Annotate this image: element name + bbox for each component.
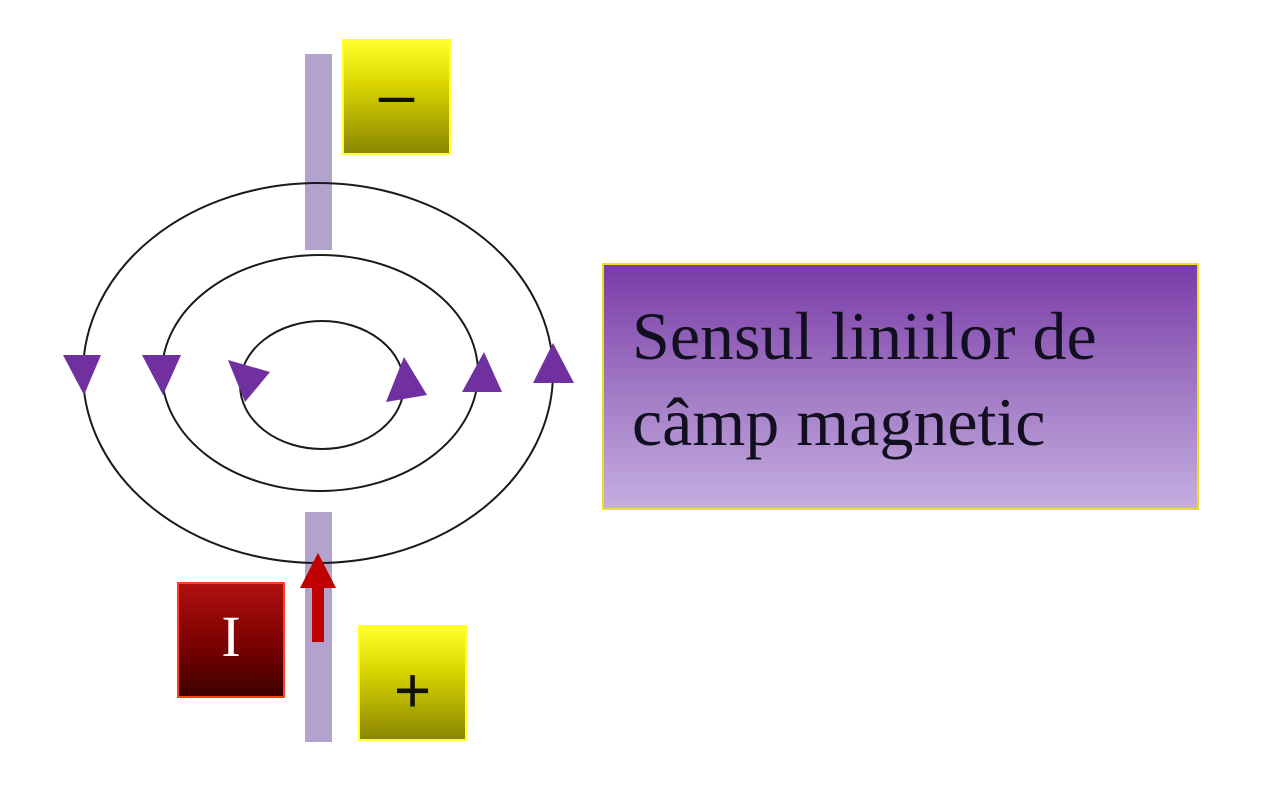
field-line-middle: [161, 254, 479, 492]
current-label: I: [177, 582, 285, 698]
triangle-icon: [228, 360, 270, 402]
triangle-icon: [386, 357, 427, 402]
caption-box: Sensul liniilor de câmp magnetic: [602, 263, 1199, 510]
negative-sign: –: [378, 58, 415, 130]
up-arrow-icon: [300, 553, 336, 642]
triangle-icon: [533, 343, 574, 383]
positive-sign: +: [393, 654, 432, 726]
negative-pole-label: –: [342, 39, 451, 155]
positive-pole-label: +: [358, 625, 467, 741]
current-symbol: I: [221, 603, 241, 669]
field-line-inner: [239, 320, 405, 450]
triangle-icon: [142, 355, 181, 395]
triangle-icon: [63, 355, 101, 395]
caption-line-2: câmp magnetic: [632, 384, 1046, 460]
wire-top: [305, 54, 332, 250]
caption-line-1: Sensul liniilor de: [632, 298, 1097, 374]
triangle-icon: [462, 352, 502, 392]
